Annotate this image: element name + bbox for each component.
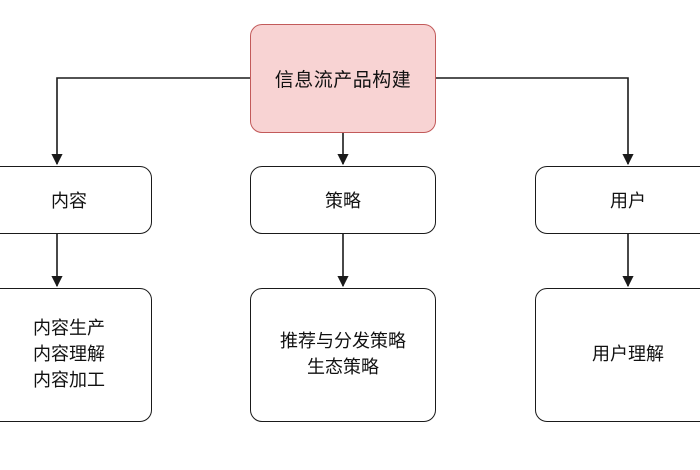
connector-root-to-user [436, 77, 634, 166]
detail-strategy-line-1: 推荐与分发策略 [280, 331, 406, 352]
detail-user-line-1: 用户理解 [592, 344, 664, 365]
branch-node-user-label: 用户 [610, 191, 646, 212]
detail-node-user: 用户理解 [535, 288, 700, 422]
branch-node-content-label: 内容 [51, 191, 87, 212]
branch-node-content: 内容 [0, 166, 152, 234]
detail-node-strategy: 推荐与分发策略 生态策略 [250, 288, 436, 422]
detail-content-line-2: 内容理解 [33, 344, 105, 365]
root-node: 信息流产品构建 [250, 24, 436, 133]
detail-content-line-1: 内容生产 [33, 318, 105, 339]
detail-strategy-line-2: 生态策略 [307, 357, 379, 378]
root-node-label: 信息流产品构建 [274, 69, 412, 91]
branch-node-strategy: 策略 [250, 166, 436, 234]
detail-content-line-3: 内容加工 [33, 370, 105, 391]
branch-node-strategy-label: 策略 [325, 191, 361, 212]
connector-root-to-content [51, 77, 250, 166]
detail-node-content: 内容生产 内容理解 内容加工 [0, 288, 152, 422]
branch-node-user: 用户 [535, 166, 700, 234]
